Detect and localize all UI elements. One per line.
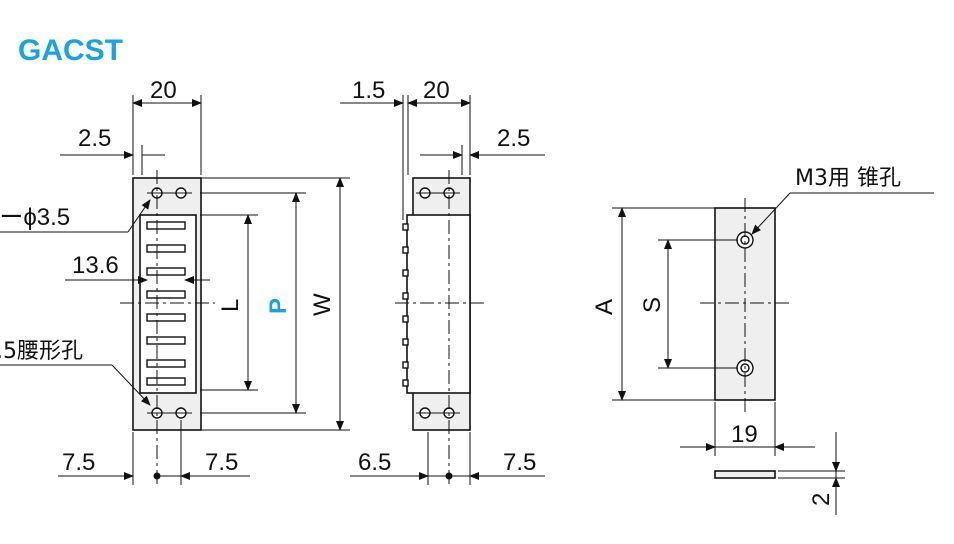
dim-S: S xyxy=(639,297,666,313)
dim-side-bottom-right: 7.5 xyxy=(503,449,536,476)
dim-hole-callout: 2ーϕ3.5 xyxy=(0,204,70,231)
dim-front-width: 20 xyxy=(150,77,177,104)
dim-L: L xyxy=(217,299,244,312)
dim-nut-width: 19 xyxy=(731,421,758,448)
dim-slot-callout: 3.5腰形孔 xyxy=(0,339,83,364)
front-view: 20 2.5 2ーϕ3.5 13.6 3.5腰形孔 L P W xyxy=(0,77,350,485)
product-code-title: GACST xyxy=(18,34,123,67)
dim-side-edge: 2.5 xyxy=(497,125,530,152)
dim-P: P xyxy=(265,298,292,314)
dim-front-edge: 2.5 xyxy=(78,125,111,152)
slot xyxy=(146,244,186,253)
dim-W: W xyxy=(309,293,336,316)
dim-front-bottom-left: 7.5 xyxy=(62,449,95,476)
dim-A: A xyxy=(591,299,618,315)
slot xyxy=(146,336,186,345)
dim-front-bottom-right: 7.5 xyxy=(205,449,238,476)
slot-group xyxy=(146,221,186,386)
slot xyxy=(146,267,186,276)
countersink-callout: M3用 锥孔 xyxy=(795,166,901,191)
slot xyxy=(146,359,186,368)
dim-nut-thickness: 2 xyxy=(808,493,835,506)
slot xyxy=(146,290,186,299)
side-view: 1.5 20 2.5 6.5 7.5 xyxy=(340,77,545,485)
slot xyxy=(146,377,186,386)
dim-slot-length: 13.6 xyxy=(72,252,119,279)
dim-side-offset: 1.5 xyxy=(352,77,385,104)
nut-plate-view: M3用 锥孔 A S 19 2 xyxy=(591,166,934,515)
side-teeth xyxy=(402,223,409,387)
nut-plate-edge xyxy=(714,470,776,479)
slot xyxy=(146,313,186,322)
dim-side-width: 20 xyxy=(423,77,450,104)
dim-side-bottom-left: 6.5 xyxy=(358,449,391,476)
slot xyxy=(146,221,186,230)
side-raised-section xyxy=(406,214,471,394)
